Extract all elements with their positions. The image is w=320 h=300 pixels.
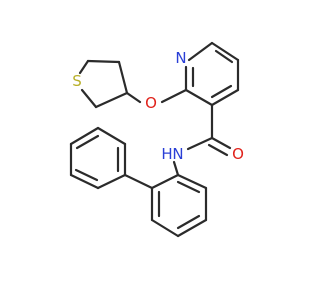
bond-ch-ch2a [117, 60, 129, 95]
bond-a1-a2 [150, 173, 180, 190]
bond-c6-c5 [210, 41, 240, 62]
atom-labels: N O S O H N [72, 49, 244, 163]
bond-ch2b-s [78, 59, 90, 75]
molecule-diagram: N O S O H N [69, 41, 244, 238]
amide-hydrogen-label: H [161, 145, 172, 163]
bond-a6-a1 [176, 173, 208, 190]
bond-c-nh [186, 136, 214, 151]
bond-p4-p5-inner [75, 134, 100, 150]
bond-p5-p6 [96, 126, 127, 146]
bond-c-o-double-a [210, 136, 232, 150]
pyridine-ring [184, 41, 240, 107]
ether-oxygen-label: O [145, 94, 157, 112]
bond-ch2c-ch [94, 91, 129, 109]
bond-c4-c3 [210, 88, 240, 107]
bond-p4-p5 [69, 126, 100, 146]
bond-nh-aryl [172, 160, 180, 177]
biphenyl-lower-ring [150, 173, 208, 238]
pyridine-nitrogen-label: N [175, 49, 186, 67]
amide-nitrogen-label: N [172, 145, 183, 163]
bond-n1-c6 [187, 41, 214, 62]
bond-a4-a5 [176, 218, 208, 238]
bond-a3-a4 [150, 218, 180, 238]
bond-a4-a5-inner [176, 214, 201, 230]
thiolane-ether [78, 59, 188, 109]
bond-o-ch [125, 91, 142, 104]
bond-c4-c3-inner [210, 84, 233, 99]
bond-p2-p3 [69, 173, 100, 190]
bond-c2-o [160, 88, 188, 104]
sulfur-label: S [72, 72, 82, 90]
bond-c-o-double-b [207, 143, 229, 157]
carbonyl-oxygen-label: O [232, 145, 244, 163]
bond-c3-c2 [184, 88, 214, 107]
bond-ch2a-ch2b [86, 59, 121, 64]
amide-group [172, 103, 232, 177]
bond-ring-link [123, 173, 154, 190]
bond-a6-a1-inner [176, 180, 201, 194]
biphenyl-upper-ring [69, 126, 154, 190]
bond-s-ch2c [80, 88, 98, 109]
bond-p1-p2 [96, 173, 127, 190]
bond-c6-c5-inner [214, 49, 234, 64]
bond-p2-p3-inner [74, 168, 99, 182]
structure-drawing: N O S O H N [69, 41, 244, 238]
